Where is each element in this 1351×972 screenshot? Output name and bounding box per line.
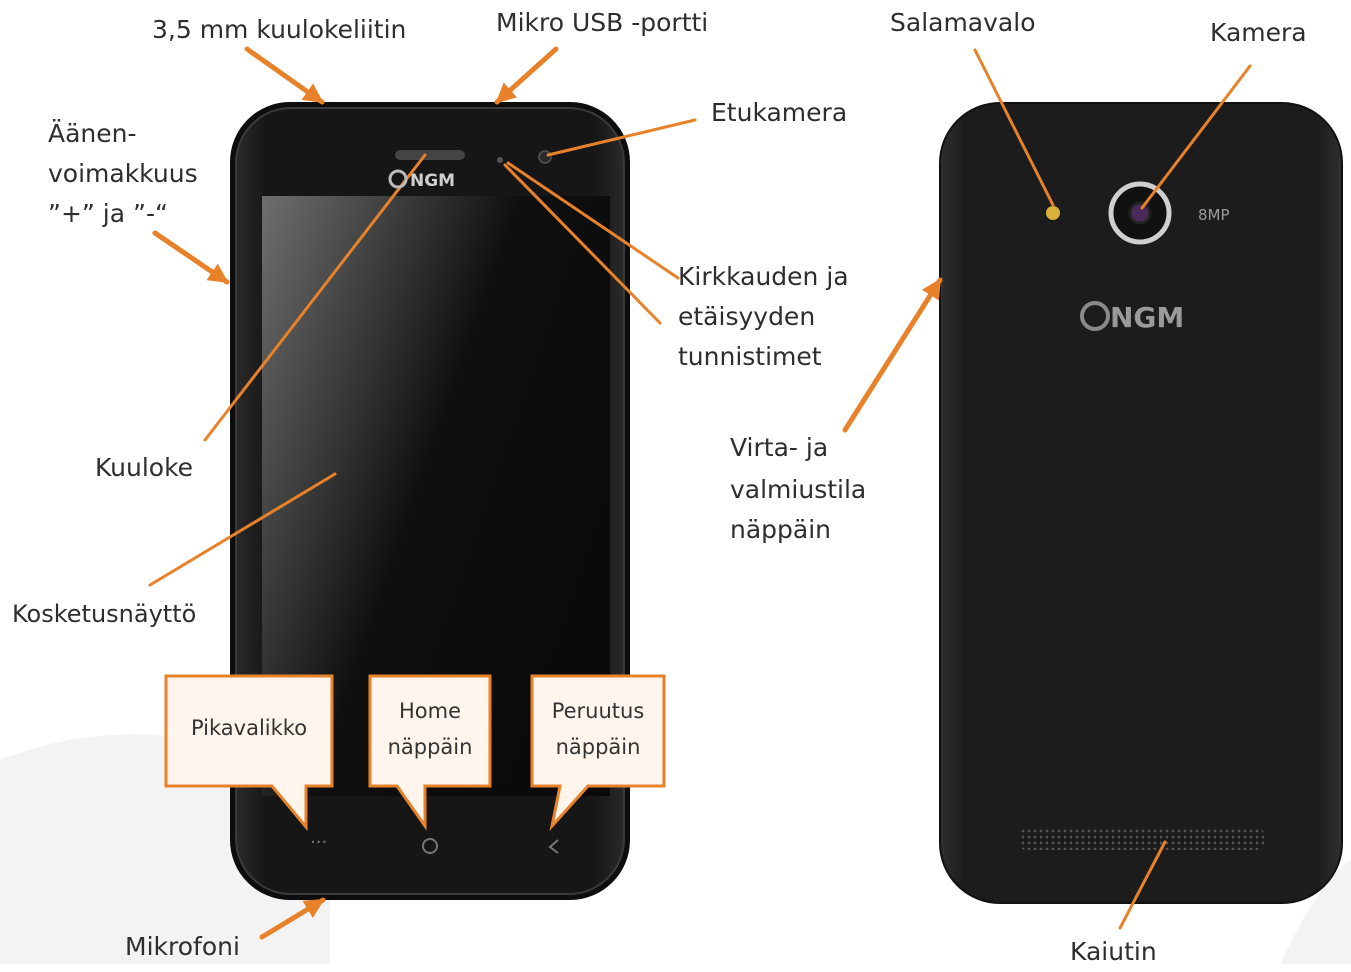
back-phone bbox=[939, 102, 1343, 904]
arrow-audio-jack bbox=[244, 46, 325, 105]
label-front-camera: Etukamera bbox=[711, 98, 848, 127]
arrow-micro-usb bbox=[494, 46, 559, 105]
callout-back-bubble bbox=[530, 674, 666, 832]
callout-home-bubble bbox=[368, 674, 492, 831]
callout-arrows bbox=[148, 46, 1252, 940]
back-logo: NGM bbox=[1080, 301, 1184, 334]
arrow-front-camera bbox=[546, 118, 697, 157]
callout-menu-label: Pikavalikko bbox=[190, 716, 308, 740]
label-volume-line3: ”+” ja ”-“ bbox=[48, 199, 168, 228]
label-audio-jack: 3,5 mm kuulokeliitin bbox=[152, 15, 407, 44]
label-micro-usb: Mikro USB -portti bbox=[496, 8, 709, 37]
label-volume-line2: voimakkuus bbox=[48, 159, 198, 188]
menu-key-icon: ··· bbox=[310, 832, 327, 853]
callout-home-line2: näppäin bbox=[387, 735, 473, 759]
label-sensors-line3: tunnistimet bbox=[678, 342, 822, 371]
label-power-line1: Virta- ja bbox=[730, 433, 829, 462]
arrow-sensor-a bbox=[506, 161, 680, 280]
label-microphone: Mikrofoni bbox=[125, 932, 240, 961]
home-key-icon bbox=[422, 838, 438, 854]
arrow-sensor-b bbox=[503, 163, 662, 325]
back-brand-logo: NGM bbox=[1110, 301, 1184, 334]
back-phone-body bbox=[939, 102, 1343, 904]
front-logo: NGM bbox=[388, 169, 455, 191]
back-key-icon bbox=[548, 839, 559, 854]
arrow-camera bbox=[1140, 64, 1252, 210]
earpiece-grille bbox=[395, 150, 465, 160]
label-volume-line1: Äänen- bbox=[48, 119, 137, 148]
arrow-power bbox=[842, 277, 943, 433]
callout-back-line1: Peruutus bbox=[551, 699, 645, 723]
label-sensors-line2: etäisyyden bbox=[678, 302, 816, 331]
arrow-flash bbox=[973, 48, 1055, 207]
front-brand-logo: NGM bbox=[410, 171, 455, 191]
callout-bubbles bbox=[164, 674, 666, 832]
label-power-line3: näppäin bbox=[730, 515, 832, 544]
sensor bbox=[497, 157, 503, 163]
label-touchscreen: Kosketusnäyttö bbox=[12, 600, 197, 628]
flash-led bbox=[1046, 206, 1060, 220]
arrow-touchscreen bbox=[148, 472, 337, 587]
arrow-earpiece bbox=[203, 153, 427, 442]
camera-spec-label: 8MP bbox=[1198, 206, 1230, 224]
label-sensors-line1: Kirkkauden ja bbox=[678, 262, 849, 291]
arrow-volume bbox=[152, 230, 230, 285]
label-speaker: Kaiutin bbox=[1070, 937, 1157, 966]
label-earpiece: Kuuloke bbox=[95, 453, 194, 482]
label-flash: Salamavalo bbox=[890, 8, 1036, 37]
label-camera: Kamera bbox=[1210, 18, 1307, 47]
callout-home-line1: Home bbox=[398, 699, 461, 723]
label-power-line2: valmiustila bbox=[730, 475, 867, 504]
speaker-grille bbox=[1020, 828, 1264, 850]
callout-back-line2: näppäin bbox=[555, 735, 641, 759]
front-camera-lens bbox=[538, 150, 552, 164]
arrow-speaker bbox=[1118, 840, 1167, 930]
callout-menu-bubble bbox=[164, 674, 334, 832]
arrow-microphone bbox=[259, 897, 326, 940]
